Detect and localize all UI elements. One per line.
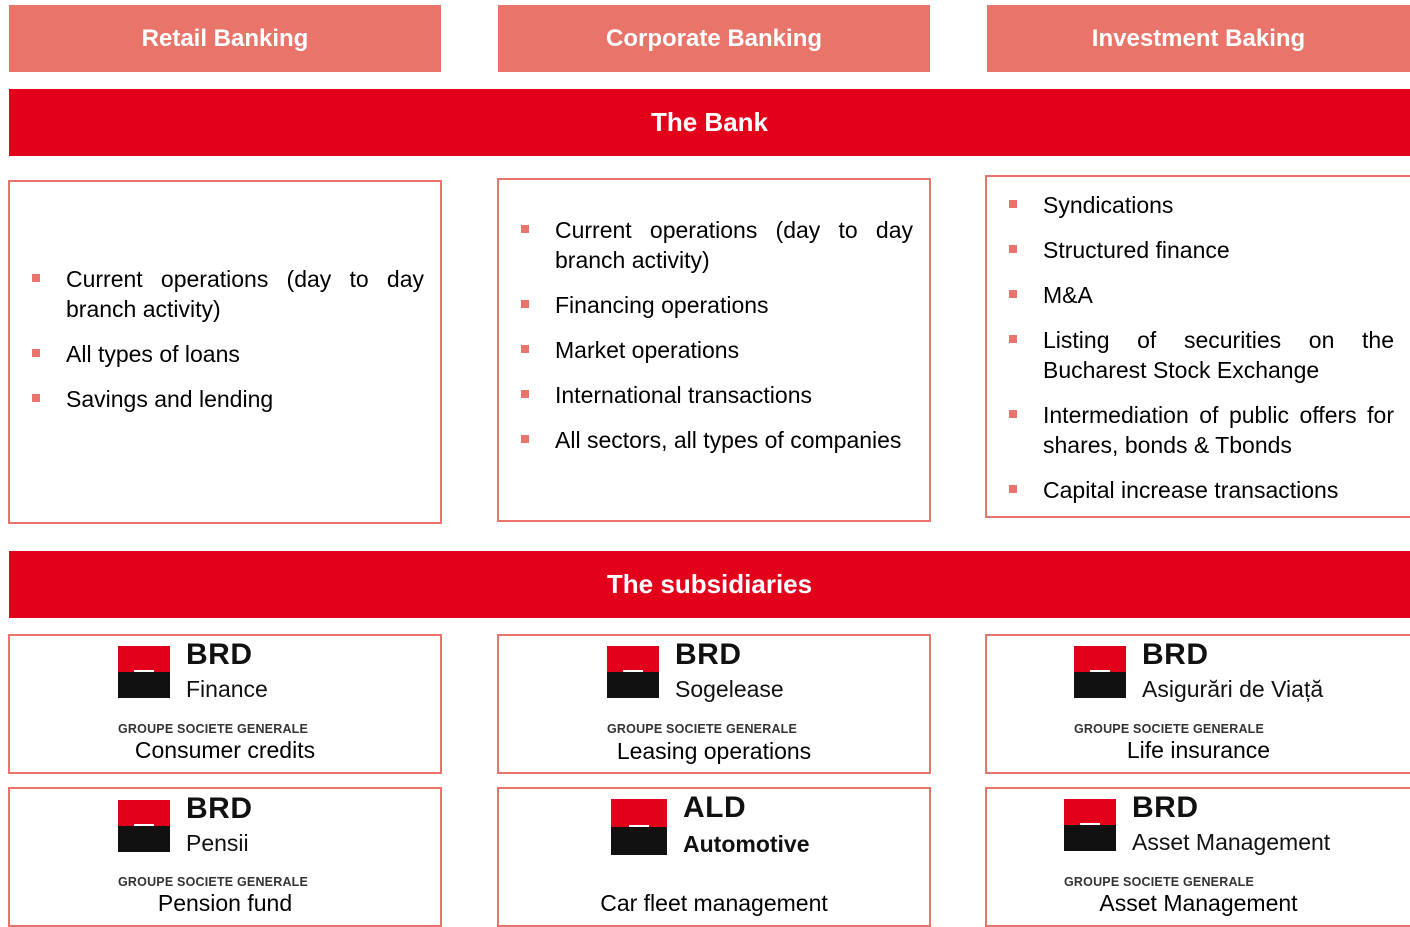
bullet-square-icon [1009,410,1017,418]
bullet-square-icon [32,394,40,402]
header-investment-label: Investment Baking [1091,24,1306,52]
ald-logo-mark-icon [611,799,667,855]
list-item-text: Financing operations [555,292,769,318]
list-item: Listing of securities on the Bucharest S… [987,325,1410,385]
subsidiary-caption: Pension fund [157,890,293,916]
groupe-tagline: GROUPE SOCIETE GENERALE [1074,722,1265,736]
bullet-square-icon [521,435,529,443]
list-item-text: Syndications [1043,192,1174,218]
bullet-square-icon [1009,335,1017,343]
list-item: M&A [987,280,1410,310]
list-item-text: Structured finance [1043,237,1230,263]
list-item: Current operations (day to day branch ac… [10,264,440,324]
logo-subtitle: Sogelease [675,676,784,702]
header-corporate-label: Corporate Banking [605,24,823,52]
investment-box: Syndications Structured finance M&A List… [985,175,1410,518]
logo-brand: BRD [186,638,253,671]
bullet-square-icon [1009,245,1017,253]
subsidiaries-banner-label: The subsidiaries [606,569,813,599]
bullet-square-icon [521,300,529,308]
list-item: International transactions [499,380,929,410]
bank-banner-label: The Bank [650,107,769,137]
list-item: All sectors, all types of companies [499,425,929,455]
list-item: Savings and lending [10,384,440,414]
list-item: Market operations [499,335,929,365]
list-item-text: Market operations [555,337,740,363]
logo-subtitle: Asset Management [1132,829,1331,855]
list-item-text: Savings and lending [66,386,274,412]
subsidiary-card-brd-asset-management: BRD Asset Management GROUPE SOCIETE GENE… [985,787,1410,927]
bullet-square-icon [1009,290,1017,298]
list-item: All types of loans [10,339,440,369]
subsidiary-card-ald-automotive: ALD Automotive Car fleet management [497,787,931,927]
bullet-square-icon [1009,485,1017,493]
subsidiary-caption: Asset Management [1099,890,1298,916]
list-item-text: Intermediation of public offers for shar… [1043,402,1394,458]
groupe-tagline: GROUPE SOCIETE GENERALE [118,722,309,736]
subsidiary-card-brd-life-insurance: BRD Asigurări de Viață GROUPE SOCIETE GE… [985,634,1410,774]
list-item: Syndications [987,190,1410,220]
retail-list: Current operations (day to day branch ac… [10,264,440,429]
list-item-text: Listing of securities on the Bucharest S… [1043,327,1394,383]
groupe-tagline: GROUPE SOCIETE GENERALE [118,875,309,889]
list-item-text: All types of loans [66,341,240,367]
list-item: Financing operations [499,290,929,320]
list-item: Current operations (day to day branch ac… [499,215,929,275]
list-item-text: Current operations (day to day branch ac… [66,266,424,322]
logo-subtitle: Asigurări de Viață [1142,676,1324,702]
list-item-text: Capital increase transactions [1043,477,1339,503]
header-corporate-banking: Corporate Banking [498,5,930,72]
subsidiary-card-brd-finance: BRD Finance GROUPE SOCIETE GENERALE Cons… [8,634,442,774]
bullet-square-icon [521,390,529,398]
header-retail-banking: Retail Banking [9,5,441,72]
logo-brand: BRD [675,638,742,671]
bullet-square-icon [1009,200,1017,208]
corporate-box: Current operations (day to day branch ac… [497,178,931,522]
subsidiary-caption: Leasing operations [616,738,812,764]
logo-subtitle: Pensii [186,830,249,856]
list-item: Intermediation of public offers for shar… [987,400,1410,460]
logo-brand: ALD [683,791,747,824]
subsidiary-caption: Life insurance [1126,737,1271,763]
subsidiary-caption: Consumer credits [134,737,316,763]
bullet-square-icon [32,274,40,282]
groupe-tagline: GROUPE SOCIETE GENERALE [1064,875,1255,889]
logo-subtitle: Automotive [683,831,810,857]
list-item-text: All sectors, all types of companies [555,427,902,453]
subsidiaries-banner: The subsidiaries [9,551,1410,618]
brd-logo-mark-icon [1074,646,1126,698]
bullet-square-icon [32,349,40,357]
bank-banner: The Bank [9,89,1410,156]
subsidiary-card-brd-sogelease: BRD Sogelease GROUPE SOCIETE GENERALE Le… [497,634,931,774]
header-investment-banking: Investment Baking [987,5,1410,72]
brd-logo-mark-icon [607,646,659,698]
logo-brand: BRD [1132,791,1199,824]
subsidiary-caption: Car fleet management [600,890,828,916]
header-retail-label: Retail Banking [141,24,309,52]
logo-brand: BRD [1142,638,1209,671]
bullet-square-icon [521,225,529,233]
list-item-text: International transactions [555,382,812,408]
groupe-tagline: GROUPE SOCIETE GENERALE [607,722,798,736]
logo-subtitle: Finance [186,676,268,702]
subsidiary-card-brd-pensii: BRD Pensii GROUPE SOCIETE GENERALE Pensi… [8,787,442,927]
list-item: Capital increase transactions [987,475,1410,505]
brd-logo-mark-icon [1064,799,1116,851]
list-item: Structured finance [987,235,1410,265]
retail-box: Current operations (day to day branch ac… [8,180,442,524]
list-item-text: M&A [1043,282,1093,308]
investment-list: Syndications Structured finance M&A List… [987,190,1410,520]
brd-logo-mark-icon [118,646,170,698]
list-item-text: Current operations (day to day branch ac… [555,217,913,273]
logo-brand: BRD [186,792,253,825]
brd-logo-mark-icon [118,800,170,852]
corporate-list: Current operations (day to day branch ac… [499,215,929,470]
bullet-square-icon [521,345,529,353]
